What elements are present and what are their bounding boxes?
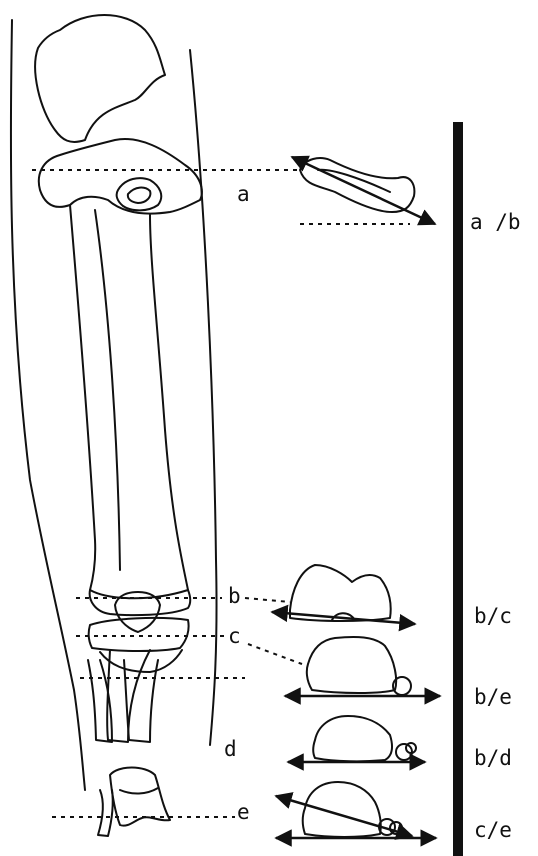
cross-section-d — [313, 716, 392, 761]
tibial-plateau — [89, 618, 189, 651]
level-line-b-ext — [245, 598, 290, 602]
ratio-label-be: b/e — [474, 687, 512, 708]
cross-section-e-arrow-diag — [276, 796, 412, 836]
femoral-head — [35, 15, 165, 142]
ratio-label-ce: c/e — [474, 820, 512, 841]
ratio-label-bd: b/d — [474, 748, 512, 769]
lesser-trochanter — [117, 178, 162, 210]
level-label-e: e — [237, 802, 250, 823]
vertical-reference-bar — [453, 122, 463, 856]
ratio-label-ab: a /b — [470, 212, 521, 233]
femur-shaft — [70, 205, 188, 598]
ratio-label-bc: b/c — [474, 606, 512, 627]
talus-left-bone — [98, 790, 113, 836]
limb-outline-right — [190, 50, 217, 745]
cross-section-a — [300, 158, 414, 212]
level-label-a: a — [237, 184, 250, 205]
femur-shaft-inner — [95, 210, 120, 570]
limb-outline-left — [11, 20, 85, 790]
cross-section-c — [307, 637, 396, 693]
talus-notch — [120, 788, 158, 794]
level-label-c: c — [228, 626, 241, 647]
level-label-d: d — [224, 739, 237, 760]
level-label-b: b — [228, 586, 241, 607]
lesser-trochanter-inner — [128, 188, 151, 203]
level-line-c-ext — [248, 644, 302, 664]
cross-section-e — [303, 782, 381, 837]
